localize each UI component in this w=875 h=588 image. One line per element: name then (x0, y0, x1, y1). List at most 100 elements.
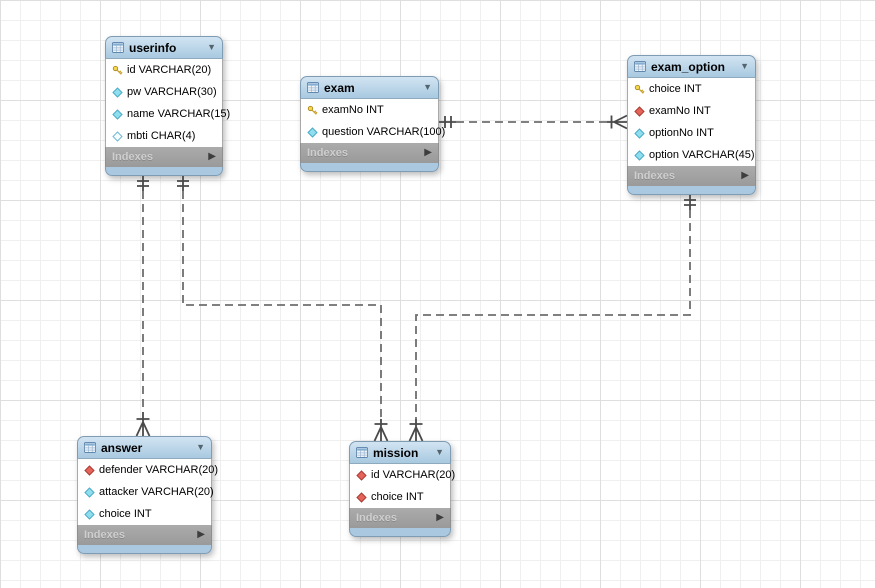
relationship-exam_option-mission[interactable] (408, 195, 697, 442)
column-row[interactable]: examNo INT (301, 99, 438, 121)
expand-arrow-icon[interactable]: ▶ (436, 512, 444, 523)
column-label: id VARCHAR(20) (371, 469, 456, 481)
indexes-label: Indexes (634, 170, 675, 182)
table-columns: examNo INT question VARCHAR(100) (300, 99, 445, 143)
table-columns: choice INT examNo INT optionNo INT optio… (627, 78, 756, 166)
column-row[interactable]: id VARCHAR(20) (350, 464, 455, 486)
foreign-key-icon (355, 491, 367, 503)
column-label: choice INT (649, 83, 702, 95)
table-exam[interactable]: exam ▼ examNo INT question VARCHAR(100) … (300, 76, 445, 172)
table-columns: id VARCHAR(20) choice INT (349, 464, 455, 508)
column-row[interactable]: pw VARCHAR(30) (106, 81, 222, 103)
column-label: pw VARCHAR(30) (127, 86, 217, 98)
indexes-label: Indexes (84, 529, 125, 541)
collapse-caret-icon[interactable]: ▼ (740, 61, 749, 71)
table-icon (84, 441, 96, 454)
indexes-label: Indexes (112, 151, 153, 163)
expand-arrow-icon[interactable]: ▶ (208, 151, 216, 162)
column-label: optionNo INT (649, 127, 714, 139)
column-notnull-icon (633, 149, 645, 161)
table-icon (356, 446, 368, 459)
expand-arrow-icon[interactable]: ▶ (424, 147, 432, 158)
column-label: choice INT (371, 491, 424, 503)
column-row[interactable]: choice INT (78, 503, 211, 525)
table-answer[interactable]: answer ▼ defender VARCHAR(20) attacker V… (77, 436, 218, 554)
table-footer (349, 528, 451, 537)
column-notnull-icon (83, 486, 95, 498)
indexes-section[interactable]: Indexes ▶ (349, 508, 451, 528)
indexes-section[interactable]: Indexes ▶ (77, 525, 212, 545)
collapse-caret-icon[interactable]: ▼ (435, 447, 444, 457)
table-header[interactable]: exam_option ▼ (627, 55, 756, 78)
expand-arrow-icon[interactable]: ▶ (741, 170, 749, 181)
table-title: mission (373, 445, 419, 460)
expand-arrow-icon[interactable]: ▶ (197, 529, 205, 540)
column-row[interactable]: optionNo INT (628, 122, 755, 144)
column-notnull-icon (83, 508, 95, 520)
table-footer (77, 545, 212, 554)
table-title: userinfo (129, 40, 177, 55)
table-header[interactable]: mission ▼ (349, 441, 451, 464)
column-label: choice INT (99, 508, 152, 520)
foreign-key-icon (633, 105, 645, 117)
table-userinfo[interactable]: userinfo ▼ id VARCHAR(20) pw VARCHAR(30)… (105, 36, 230, 176)
relationship-exam-exam_option[interactable] (439, 114, 628, 130)
column-row[interactable]: examNo INT (628, 100, 755, 122)
table-footer (105, 167, 223, 176)
column-label: option VARCHAR(45) (649, 149, 755, 161)
foreign-key-icon (355, 469, 367, 481)
indexes-section[interactable]: Indexes ▶ (105, 147, 223, 167)
column-row[interactable]: defender VARCHAR(20) (78, 459, 218, 481)
column-row[interactable]: id VARCHAR(20) (106, 59, 222, 81)
table-footer (300, 163, 439, 172)
column-label: defender VARCHAR(20) (99, 464, 219, 476)
indexes-label: Indexes (356, 512, 397, 524)
table-header[interactable]: answer ▼ (77, 436, 212, 459)
indexes-section[interactable]: Indexes ▶ (300, 143, 439, 163)
column-notnull-icon (633, 127, 645, 139)
column-row[interactable]: option VARCHAR(45) (628, 144, 755, 166)
collapse-caret-icon[interactable]: ▼ (207, 42, 216, 52)
column-row[interactable]: choice INT (628, 78, 755, 100)
table-title: exam_option (651, 59, 726, 74)
table-mission[interactable]: mission ▼ id VARCHAR(20) choice INT Inde… (349, 441, 455, 537)
collapse-caret-icon[interactable]: ▼ (423, 82, 432, 92)
column-label: attacker VARCHAR(20) (99, 486, 214, 498)
column-label: id VARCHAR(20) (127, 64, 212, 76)
column-row[interactable]: choice INT (350, 486, 450, 508)
collapse-caret-icon[interactable]: ▼ (196, 442, 205, 452)
foreign-key-icon (83, 464, 95, 476)
column-notnull-icon (111, 86, 123, 98)
primary-key-icon (633, 84, 645, 95)
table-columns: defender VARCHAR(20) attacker VARCHAR(20… (77, 459, 218, 525)
primary-key-icon (111, 65, 123, 76)
column-label: question VARCHAR(100) (322, 126, 446, 138)
column-row[interactable]: attacker VARCHAR(20) (78, 481, 214, 503)
table-columns: id VARCHAR(20) pw VARCHAR(30) name VARCH… (105, 59, 230, 147)
column-label: examNo INT (649, 105, 711, 117)
table-footer (627, 186, 756, 195)
column-nullable-icon (111, 130, 123, 142)
column-label: examNo INT (322, 104, 384, 116)
relationship-userinfo-answer[interactable] (135, 176, 151, 437)
primary-key-icon (306, 105, 318, 116)
column-row[interactable]: question VARCHAR(100) (301, 121, 445, 143)
indexes-label: Indexes (307, 147, 348, 159)
relationship-userinfo-mission[interactable] (177, 176, 389, 442)
column-row[interactable]: mbti CHAR(4) (106, 125, 222, 147)
table-title: answer (101, 440, 143, 455)
column-label: name VARCHAR(15) (127, 108, 231, 120)
column-row[interactable]: name VARCHAR(15) (106, 103, 230, 125)
table-exam_option[interactable]: exam_option ▼ choice INT examNo INT opti… (627, 55, 756, 195)
column-notnull-icon (306, 126, 318, 138)
table-title: exam (324, 80, 355, 95)
table-icon (112, 41, 124, 54)
table-icon (307, 81, 319, 94)
table-icon (634, 60, 646, 73)
table-header[interactable]: userinfo ▼ (105, 36, 223, 59)
column-notnull-icon (111, 108, 123, 120)
indexes-section[interactable]: Indexes ▶ (627, 166, 756, 186)
table-header[interactable]: exam ▼ (300, 76, 439, 99)
